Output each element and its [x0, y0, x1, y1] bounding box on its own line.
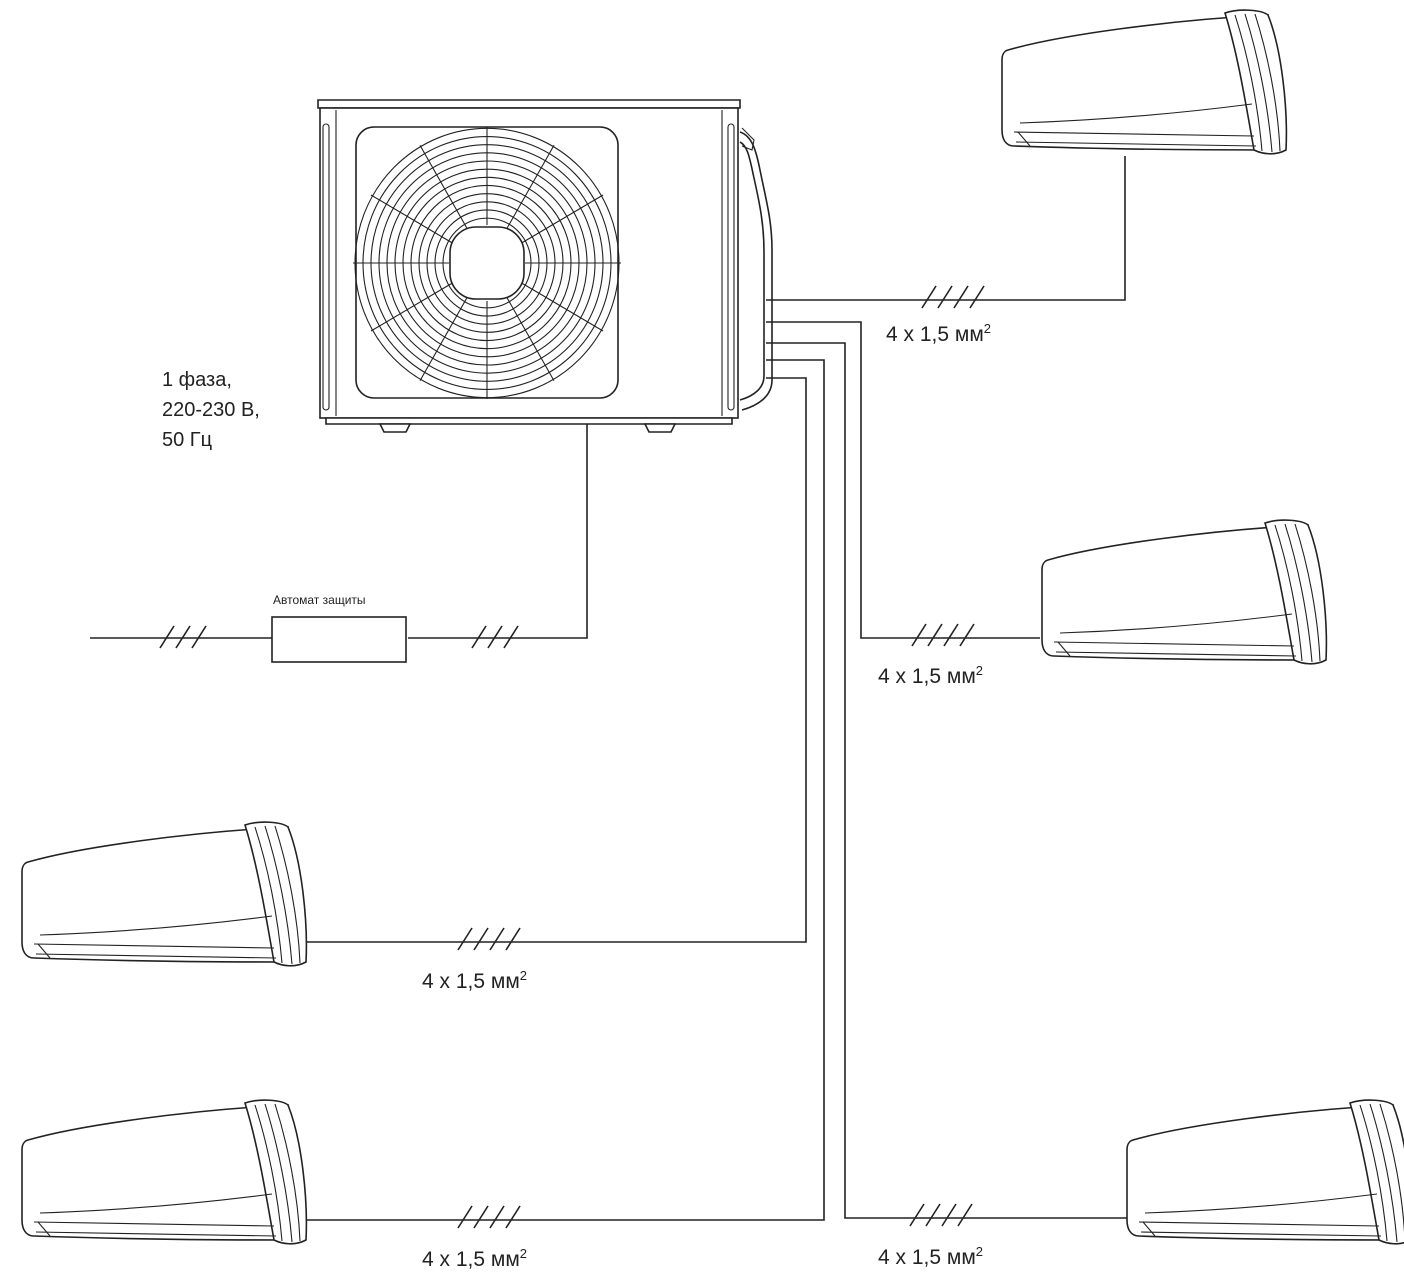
- power-supply-label: 1 фаза, 220-230 В, 50 Гц: [162, 369, 260, 451]
- cable-spec-label: 4 х 1,5 мм2: [878, 1244, 983, 1269]
- cable-hash-marker-icon: [457, 927, 521, 951]
- outdoor-unit-icon: [317, 99, 773, 433]
- cable-hash-marker-icon: [471, 625, 519, 649]
- cable-spec-label: 4 х 1,5 мм2: [422, 1246, 527, 1271]
- cable-hash-marker-icon: [159, 625, 207, 649]
- indoor-unit-icon: [21, 1099, 308, 1245]
- cable-unit-5: 4 х 1,5 мм2: [766, 342, 1130, 1269]
- fan-spoke: [370, 194, 455, 245]
- fan-spoke: [505, 295, 555, 382]
- cable-hash-marker-icon: [911, 623, 975, 647]
- fan-spoke: [505, 144, 555, 231]
- indoor-unit-icon: [1126, 1099, 1404, 1245]
- fan-spoke: [419, 144, 469, 231]
- indoor-unit-icon: [1001, 9, 1288, 155]
- fan-spoke: [519, 281, 604, 332]
- cable-hash-marker-icon: [909, 1203, 973, 1227]
- power-line: [90, 424, 588, 649]
- cable-unit-3: 4 х 1,5 мм2: [288, 377, 807, 993]
- cable-spec-label: 4 х 1,5 мм2: [422, 968, 527, 993]
- cable-unit-4: 4 х 1,5 мм2: [298, 359, 825, 1271]
- fan-spoke: [370, 281, 455, 332]
- breaker-label: Автомат защиты: [273, 593, 366, 607]
- indoor-unit-icon: [21, 821, 308, 967]
- circuit-breaker: Автомат защиты: [271, 593, 407, 663]
- fan-spoke: [419, 295, 469, 382]
- fan-spoke: [519, 194, 604, 245]
- cable-hash-marker-icon: [921, 285, 985, 309]
- cable-unit-2: 4 х 1,5 мм2: [766, 321, 1040, 688]
- cable-hash-marker-icon: [457, 1205, 521, 1229]
- power-phase-text: 1 фаза,: [162, 369, 232, 391]
- indoor-unit-icon: [1041, 519, 1328, 665]
- power-voltage-text: 220-230 В,: [162, 399, 260, 421]
- cable-spec-label: 4 х 1,5 мм2: [878, 663, 983, 688]
- cable-spec-label: 4 х 1,5 мм2: [886, 321, 991, 346]
- cable-unit-1: 4 х 1,5 мм2: [766, 156, 1126, 346]
- power-frequency-text: 50 Гц: [162, 429, 212, 451]
